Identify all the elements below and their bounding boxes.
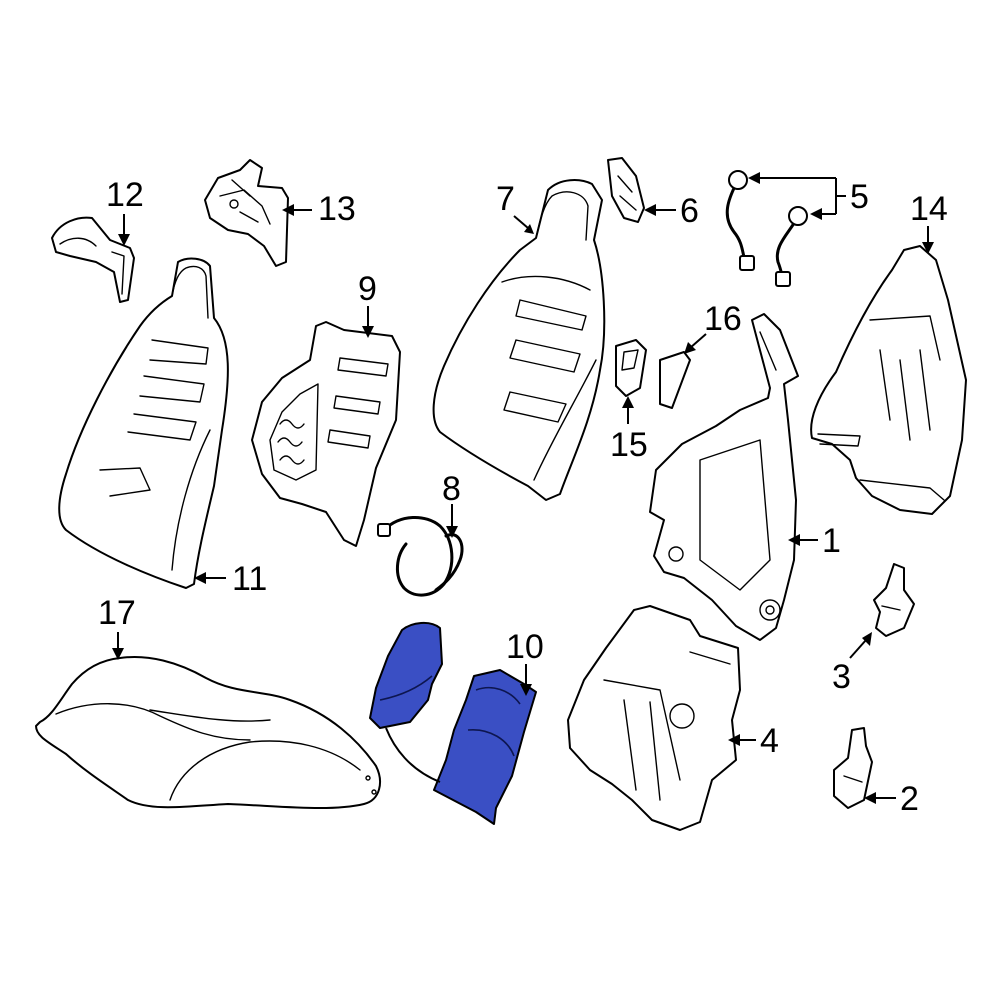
part-10-panel-right [433, 669, 537, 825]
callout-3: 3 [832, 658, 851, 696]
callout-8: 8 [442, 470, 461, 508]
part-8 [377, 515, 464, 597]
callout-5: 5 [850, 178, 869, 216]
callout-labels: 1 2 3 4 5 6 7 8 9 10 11 12 13 14 15 16 1… [98, 176, 948, 818]
callout-12: 12 [106, 176, 144, 214]
callout-13: 13 [318, 190, 356, 228]
callout-17: 17 [98, 594, 136, 632]
part-17 [35, 656, 381, 810]
part-10-panel-left [369, 622, 443, 729]
part-1 [649, 313, 799, 641]
part-12 [51, 216, 135, 303]
part-14 [810, 245, 967, 515]
part-6 [607, 157, 645, 223]
part-13 [204, 159, 289, 267]
callout-4: 4 [760, 722, 779, 760]
callout-6: 6 [680, 192, 699, 230]
part-7 [432, 179, 606, 501]
callout-14: 14 [910, 190, 948, 228]
part-15 [615, 339, 647, 397]
part-2 [833, 727, 873, 809]
callout-1: 1 [822, 522, 841, 560]
part-4 [567, 605, 741, 831]
part-9 [251, 321, 401, 547]
part-16 [659, 351, 691, 409]
part-3 [873, 563, 915, 637]
callout-2: 2 [900, 780, 919, 818]
callout-10: 10 [506, 628, 544, 666]
callout-15: 15 [610, 426, 648, 464]
callout-11: 11 [232, 560, 267, 598]
callout-leaders [112, 172, 934, 804]
callout-16: 16 [704, 300, 742, 338]
callout-9: 9 [358, 270, 377, 308]
part-11 [58, 257, 229, 589]
callout-7: 7 [496, 180, 515, 218]
part-5 [725, 170, 808, 287]
